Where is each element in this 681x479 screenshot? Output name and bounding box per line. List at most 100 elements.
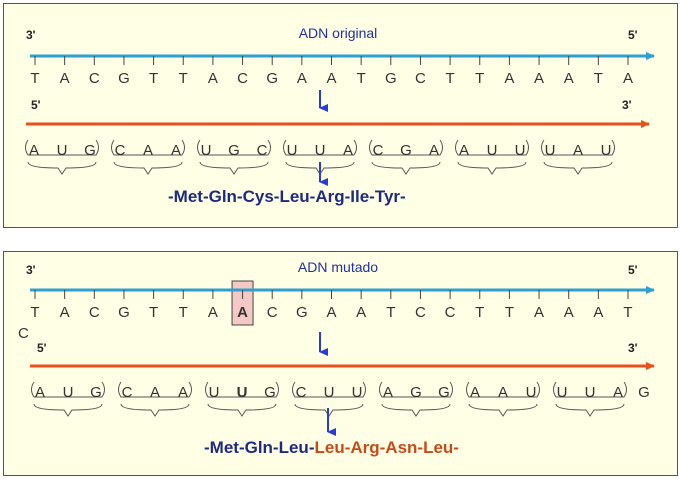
rna-base: A xyxy=(29,142,39,159)
rna-base: A xyxy=(383,384,393,401)
dna-base: T xyxy=(594,70,603,87)
rna-base: U xyxy=(545,142,556,159)
codon-brace xyxy=(207,403,277,417)
codon-bracket xyxy=(197,139,271,156)
codon-brace xyxy=(468,403,538,417)
dna-base: A xyxy=(208,304,218,321)
dna-base: C xyxy=(89,70,100,87)
rna-base: A xyxy=(429,142,439,159)
dna-base: A xyxy=(564,70,574,87)
dna-end-right: 5' xyxy=(628,28,638,42)
rna-end-right: 3' xyxy=(622,98,632,112)
rna-base: U xyxy=(557,384,568,401)
dna-base: C xyxy=(415,70,426,87)
rna-base: U xyxy=(201,142,212,159)
mutation-highlight xyxy=(231,280,254,326)
dna-base: T xyxy=(179,304,188,321)
rna-base: A xyxy=(573,142,583,159)
codon-bracket xyxy=(283,139,357,156)
rna-base: A xyxy=(613,384,623,401)
rna-end-right: 3' xyxy=(628,341,638,355)
rna-base: C xyxy=(115,142,126,159)
rna-base: C xyxy=(122,384,133,401)
codon-brace xyxy=(457,161,527,175)
dna-base: A xyxy=(564,304,574,321)
protein-changed: Leu-Arg-Asn-Leu- xyxy=(314,438,458,457)
dna-base: A xyxy=(356,304,366,321)
dna-end-left: 3' xyxy=(26,28,36,42)
dna-base: A xyxy=(326,304,336,321)
protein-unchanged: -Met-Gln-Leu- xyxy=(204,438,314,457)
codon-bracket xyxy=(553,381,627,398)
rna-base: U xyxy=(287,142,298,159)
rna-end-left: 5' xyxy=(37,341,47,355)
dna-base: C xyxy=(415,304,426,321)
removed-base: C xyxy=(18,325,29,342)
dna-base: A xyxy=(623,70,633,87)
dna-base: A xyxy=(297,70,307,87)
rna-base: A xyxy=(171,142,181,159)
dna-base: C xyxy=(237,70,248,87)
dna-base: A xyxy=(534,70,544,87)
dna-base: A xyxy=(237,304,248,321)
dna-base: G xyxy=(118,70,130,87)
rna-base: G xyxy=(638,384,650,401)
codon-brace xyxy=(27,161,97,175)
dna-base: C xyxy=(267,304,278,321)
dna-base: T xyxy=(446,70,455,87)
dna-base: T xyxy=(505,304,514,321)
rna-base: G xyxy=(400,142,412,159)
dna-base: G xyxy=(296,304,308,321)
rna-base: U xyxy=(57,142,68,159)
rna-base: G xyxy=(84,142,96,159)
rna-base: A xyxy=(143,142,153,159)
dna-base: A xyxy=(60,70,70,87)
rna-base: A xyxy=(470,384,480,401)
dna-base: T xyxy=(30,70,39,87)
dna-base: T xyxy=(149,304,158,321)
codon-brace xyxy=(120,403,190,417)
rna-base: C xyxy=(257,142,268,159)
codon-brace xyxy=(555,403,625,417)
codon-bracket xyxy=(455,139,529,156)
dna-base: G xyxy=(266,70,278,87)
codon-bracket xyxy=(369,139,443,156)
codon-brace xyxy=(113,161,183,175)
dna-base: A xyxy=(593,304,603,321)
rna-base: A xyxy=(178,384,188,401)
dna-base: T xyxy=(475,304,484,321)
panel-title: ADN mutado xyxy=(298,259,378,275)
protein-sequence: -Met-Gln-Leu-Leu-Arg-Asn-Leu- xyxy=(204,438,459,457)
codon-bracket xyxy=(541,139,615,156)
dna-end-right: 5' xyxy=(628,263,638,277)
rna-base: U xyxy=(209,384,220,401)
codon-brace xyxy=(33,403,103,417)
codon-bracket xyxy=(25,139,99,156)
codon-bracket xyxy=(379,381,453,398)
rna-base: A xyxy=(498,384,508,401)
rna-base: U xyxy=(324,384,335,401)
rna-base: G xyxy=(228,142,240,159)
dna-base: T xyxy=(386,304,395,321)
protein-sequence: -Met-Gln-Cys-Leu-Arg-Ile-Tyr- xyxy=(168,187,406,206)
dna-end-left: 3' xyxy=(26,263,36,277)
dna-base: C xyxy=(445,304,456,321)
dna-base: G xyxy=(118,304,130,321)
rna-base: U xyxy=(315,142,326,159)
rna-base: U xyxy=(515,142,526,159)
dna-base: T xyxy=(475,70,484,87)
panel-title: ADN original xyxy=(299,25,378,41)
